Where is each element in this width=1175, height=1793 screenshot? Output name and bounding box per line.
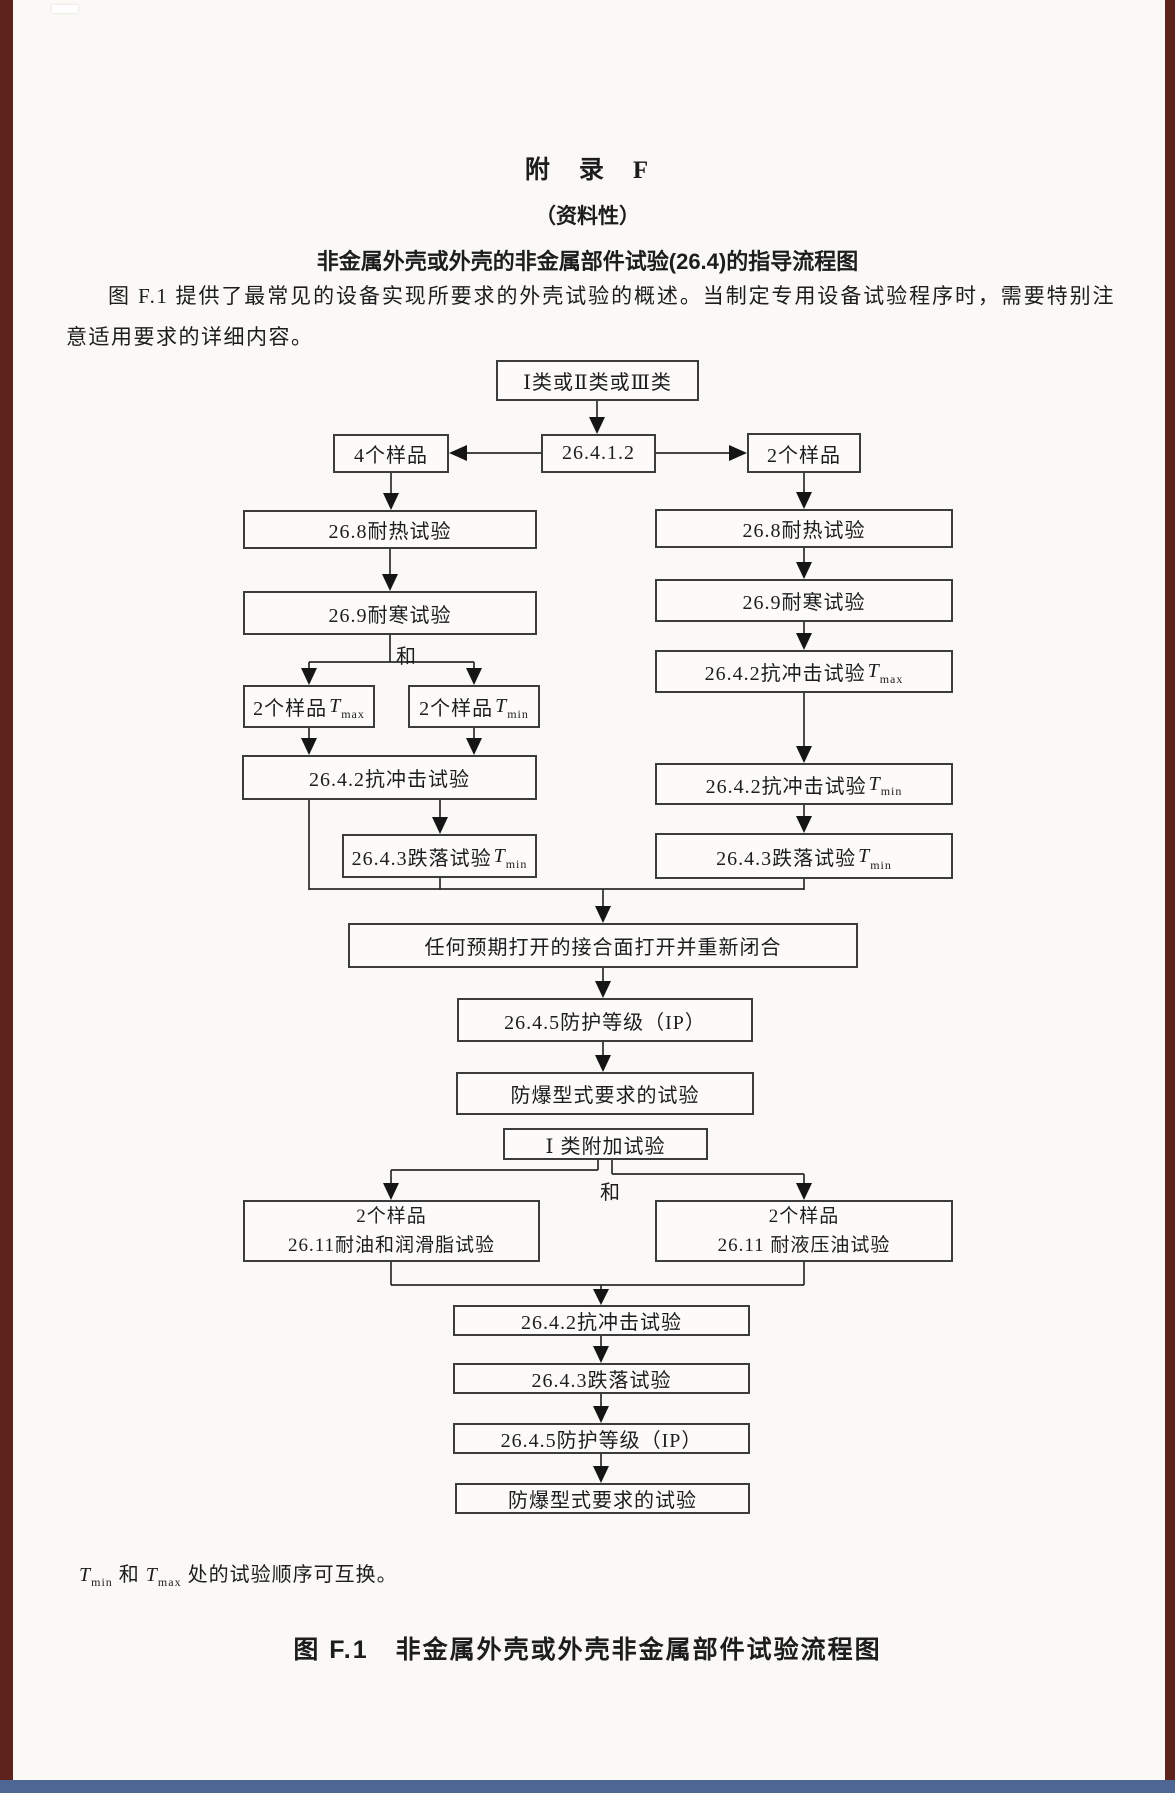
flow-node-oil-grease-test: 2个样品 26.11耐油和润滑脂试验 — [243, 1200, 540, 1262]
node-label: 26.4.5防护等级（IP） — [504, 1011, 706, 1034]
node-label-line2: 26.11 耐液压油试验 — [717, 1235, 891, 1256]
flow-node-final-impact: 26.4.2抗冲击试验 — [453, 1305, 750, 1336]
bottom-margin-bar — [0, 1780, 1175, 1793]
flow-node-class-selection: Ⅰ类或Ⅱ类或Ⅲ类 — [496, 360, 699, 401]
flow-node-final-drop: 26.4.3跌落试验 — [453, 1363, 750, 1394]
t-variable: T — [495, 695, 508, 717]
t-variable: T — [329, 695, 342, 717]
t-variable: T — [867, 660, 880, 682]
annex-title: 非金属外壳或外壳的非金属部件试验(26.4)的指导流程图 — [316, 249, 859, 274]
node-label: 4个样品 — [354, 445, 428, 467]
node-label: 26.4.2抗冲击试验 — [309, 769, 470, 791]
node-label: 26.8耐热试验 — [742, 520, 866, 542]
node-label: 26.4.1.2 — [562, 442, 635, 464]
node-label: 26.4.5防护等级（IP） — [500, 1430, 703, 1452]
footnote-t2: T — [145, 1564, 158, 1586]
node-label: 2个样品 — [253, 698, 328, 720]
and-label-lower: 和 — [600, 1182, 620, 1204]
scan-artifact-tick — [52, 5, 78, 13]
flow-node-right-cold-test: 26.9耐寒试验 — [655, 579, 953, 622]
node-label: Ⅰ 类附加试验 — [545, 1135, 666, 1158]
footnote-mid: 和 — [118, 1564, 140, 1586]
t-subscript: min — [880, 784, 903, 798]
figure-footnote: Tmin 和 Tmax 处的试验顺序可互换。 — [79, 1558, 398, 1590]
flow-node-2-samples: 2个样品 — [747, 433, 861, 473]
node-label: Ⅰ类或Ⅱ类或Ⅲ类 — [523, 372, 672, 394]
flow-node-ex-type-tests: 防爆型式要求的试验 — [456, 1072, 754, 1115]
and-label-upper: 和 — [396, 646, 416, 668]
informative-heading: （资料性） — [535, 204, 640, 228]
flow-node-right-heat-test: 26.8耐热试验 — [655, 509, 953, 548]
flow-node-hydraulic-oil-test: 2个样品 26.11 耐液压油试验 — [655, 1200, 953, 1262]
node-label: 2个样品 — [419, 698, 494, 720]
node-label-line1: 2个样品 — [768, 1205, 840, 1227]
t-subscript: max — [341, 707, 365, 721]
flow-node-left-impact-test: 26.4.2抗冲击试验 — [242, 755, 537, 800]
node-label-line2: 26.11耐油和润滑脂试验 — [287, 1235, 496, 1256]
node-label: 26.4.2抗冲击试验 — [521, 1312, 682, 1334]
t-variable: T — [868, 772, 881, 795]
right-margin-bar — [1165, 0, 1175, 1793]
t-variable: T — [858, 844, 871, 867]
flow-node-left-cold-test: 26.9耐寒试验 — [243, 591, 537, 635]
flow-node-final-ex: 防爆型式要求的试验 — [455, 1483, 750, 1514]
flow-node-ip-rating: 26.4.5防护等级（IP） — [457, 998, 753, 1042]
intro-paragraph: 图 F.1 提供了最常见的设备实现所要求的外壳试验的概述。当制定专用设备试验程序… — [66, 284, 1115, 349]
node-label: 防爆型式要求的试验 — [508, 1490, 697, 1512]
node-label: 26.4.3跌落试验 — [531, 1370, 672, 1392]
t-subscript: max — [879, 672, 904, 686]
node-label: 26.4.2抗冲击试验 — [705, 775, 867, 798]
figure-caption: 图 F.1 非金属外壳或外壳非金属部件试验流程图 — [293, 1636, 882, 1664]
flow-node-left-heat-test: 26.8耐热试验 — [243, 510, 537, 549]
flow-node-4-samples: 4个样品 — [333, 434, 449, 473]
t-subscript: min — [870, 858, 892, 872]
node-label: 26.4.3跌落试验 — [716, 847, 857, 870]
flow-node-final-ip: 26.4.5防护等级（IP） — [453, 1423, 750, 1454]
footnote-sub2: max — [157, 1575, 182, 1589]
footnote-t1: T — [79, 1564, 92, 1586]
flow-node-ref-26412: 26.4.1.2 — [541, 434, 656, 473]
footnote-sub1: min — [91, 1575, 113, 1589]
t-variable: T — [493, 844, 506, 867]
node-label: 26.9耐寒试验 — [328, 604, 452, 627]
node-label: 2个样品 — [767, 444, 841, 467]
annex-heading: 附 录 F — [524, 157, 651, 184]
node-label: 26.4.3跌落试验 — [351, 847, 492, 870]
flow-node-joint-reclose: 任何预期打开的接合面打开并重新闭合 — [348, 923, 858, 968]
t-subscript: min — [507, 707, 529, 721]
t-subscript: min — [505, 857, 528, 871]
left-margin-bar — [0, 0, 13, 1793]
footnote-rest: 处的试验顺序可互换。 — [187, 1564, 398, 1586]
node-label: 26.8耐热试验 — [328, 521, 452, 543]
flow-node-class1-additional: Ⅰ 类附加试验 — [503, 1128, 708, 1160]
node-label: 26.4.2抗冲击试验 — [704, 663, 866, 685]
node-label: 26.9耐寒试验 — [742, 592, 866, 614]
node-label: 任何预期打开的接合面打开并重新闭合 — [424, 937, 782, 959]
node-label: 防爆型式要求的试验 — [510, 1085, 700, 1107]
node-label-line1: 2个样品 — [356, 1205, 427, 1227]
